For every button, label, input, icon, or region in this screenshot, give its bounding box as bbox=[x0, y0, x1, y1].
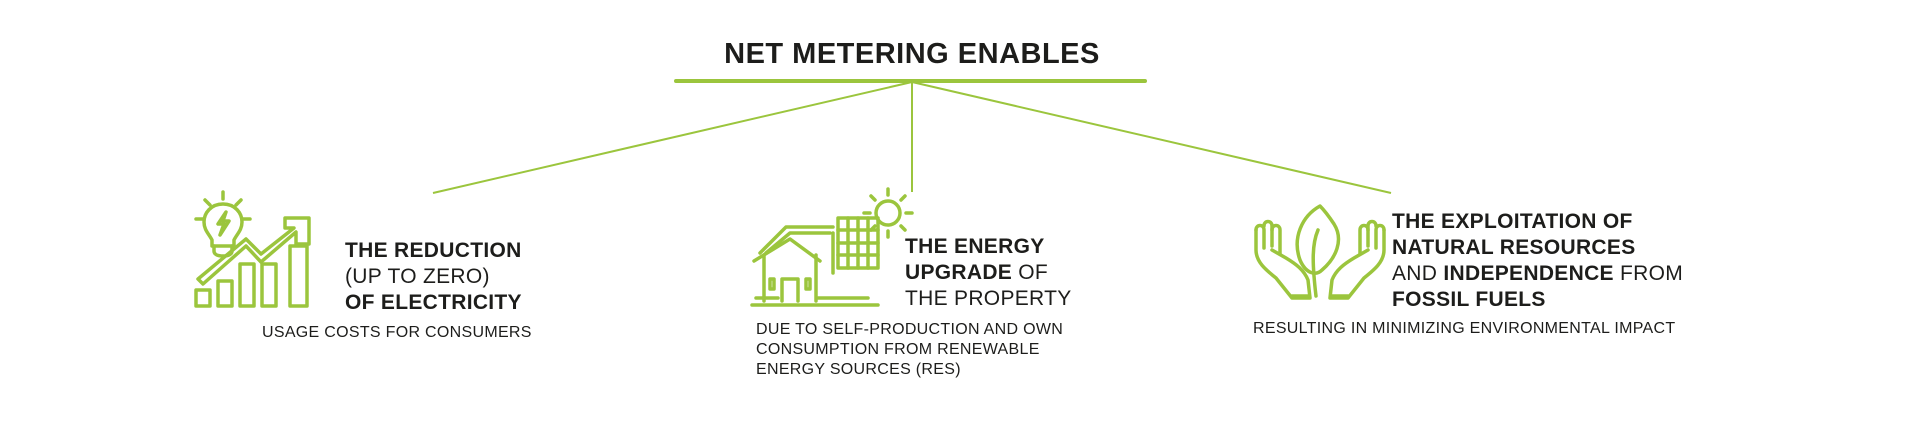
heading-line: THE ENERGY bbox=[905, 234, 1072, 260]
heading-line: AND INDEPENDENCE FROM bbox=[1392, 261, 1683, 287]
branch-heading-energy-upgrade: THE ENERGY UPGRADE OF THE PROPERTY bbox=[905, 234, 1072, 312]
subtext-line: DUE TO SELF-PRODUCTION AND OWN bbox=[756, 321, 1064, 338]
heading-text: NATURAL RESOURCES bbox=[1392, 236, 1636, 259]
subtext-line: USAGE COSTS FOR CONSUMERS bbox=[262, 324, 532, 341]
heading-line: FOSSIL FUELS bbox=[1392, 287, 1683, 313]
heading-text: THE PROPERTY bbox=[905, 287, 1072, 310]
diagram-title-text: NET METERING ENABLES bbox=[724, 38, 1100, 70]
heading-text: INDEPENDENCE bbox=[1443, 262, 1614, 285]
branch-subtext-energy-upgrade: DUE TO SELF-PRODUCTION AND OWN CONSUMPTI… bbox=[756, 320, 1063, 380]
heading-text: UPGRADE bbox=[905, 261, 1013, 284]
branch-subtext-natural-resources: RESULTING IN MINIMIZING ENVIRONMENTAL IM… bbox=[1253, 319, 1675, 339]
heading-line: THE PROPERTY bbox=[905, 286, 1072, 312]
heading-text: OF bbox=[1012, 261, 1049, 284]
heading-text: FOSSIL FUELS bbox=[1392, 288, 1546, 311]
heading-line: UPGRADE OF bbox=[905, 260, 1072, 286]
branch-heading-reduction: THE REDUCTION (UP TO ZERO) OF ELECTRICIT… bbox=[345, 238, 522, 316]
heading-text: THE EXPLOITATION OF bbox=[1392, 210, 1633, 233]
heading-text: OF ELECTRICITY bbox=[345, 291, 522, 314]
branch-subtext-reduction: USAGE COSTS FOR CONSUMERS bbox=[262, 323, 532, 343]
heading-line: OF ELECTRICITY bbox=[345, 290, 522, 316]
diagram-title: NET METERING ENABLES bbox=[0, 38, 1824, 71]
heading-text: (UP TO ZERO) bbox=[345, 265, 490, 288]
heading-line: THE EXPLOITATION OF bbox=[1392, 209, 1683, 235]
subtext-line: CONSUMPTION FROM RENEWABLE bbox=[756, 341, 1040, 358]
heading-line: (UP TO ZERO) bbox=[345, 264, 522, 290]
house-solar-panel-sun-icon bbox=[748, 183, 928, 313]
branch-heading-natural-resources: THE EXPLOITATION OF NATURAL RESOURCES AN… bbox=[1392, 209, 1683, 313]
heading-line: THE REDUCTION bbox=[345, 238, 522, 264]
heading-text: THE REDUCTION bbox=[345, 239, 522, 262]
subtext-line: ENERGY SOURCES (RES) bbox=[756, 361, 961, 378]
heading-line: NATURAL RESOURCES bbox=[1392, 235, 1683, 261]
lightbulb-growth-chart-icon bbox=[191, 188, 319, 308]
connector-left bbox=[432, 81, 913, 194]
heading-text: AND bbox=[1392, 262, 1444, 285]
hands-holding-leaf-icon bbox=[1250, 200, 1390, 310]
connector-right bbox=[911, 81, 1392, 194]
subtext-line: RESULTING IN MINIMIZING ENVIRONMENTAL IM… bbox=[1253, 320, 1676, 337]
heading-text: FROM bbox=[1613, 262, 1683, 285]
heading-text: THE ENERGY bbox=[905, 235, 1045, 258]
